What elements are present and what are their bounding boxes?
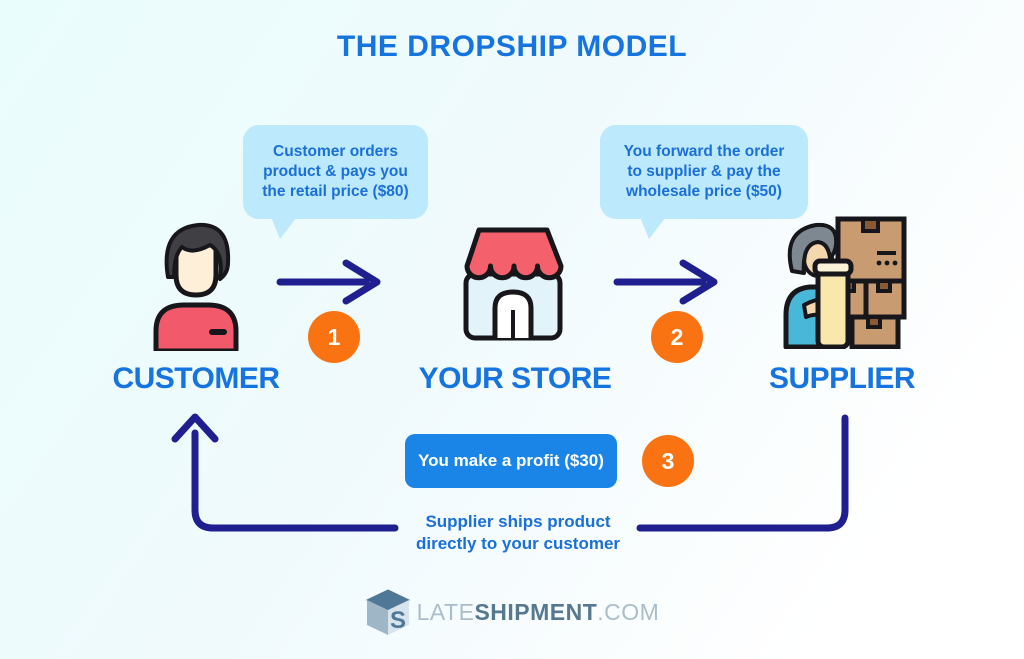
return-note-line: Supplier ships product (425, 512, 611, 531)
speech-bubble-customer-order: Customer orders product & pays you the r… (243, 125, 428, 239)
logo-text-com: .COM (597, 598, 660, 625)
bubble-line: the retail price ($80) (262, 183, 409, 200)
lateshipment-wordmark: LATESHIPMENT.COM (417, 599, 660, 626)
actor-label-your-store: YOUR STORE (418, 362, 612, 395)
lateshipment-cube-icon: S (365, 589, 410, 635)
return-arrow-path-icon (171, 413, 849, 532)
bubble-line: Customer orders (273, 143, 398, 160)
logo-text-late: LATE (416, 598, 475, 625)
lateshipment-logo: S LATESHIPMENT.COM (0, 588, 1024, 636)
supplier-packing-boxes-icon (783, 216, 907, 349)
bubble-line: You forward the order (623, 143, 785, 160)
page-title: THE DROPSHIP MODEL (336, 30, 688, 63)
bubble-line: to supplier & pay the (627, 163, 781, 180)
step-badge-3: 3 (642, 435, 694, 487)
step-badge-1: 1 (308, 311, 360, 363)
arrow-right-step1-icon (276, 259, 381, 305)
bubble-line: product & pays you (263, 163, 408, 180)
svg-text:S: S (390, 607, 406, 634)
return-note-line: directly to your customer (415, 534, 621, 553)
actor-label-supplier: SUPPLIER (768, 362, 916, 395)
profit-button: You make a profit ($30) (405, 434, 617, 488)
actor-label-customer: CUSTOMER (112, 362, 280, 395)
step-badge-2: 2 (651, 311, 703, 363)
logo-text-shipment: SHIPMENT (474, 598, 598, 625)
bubble-line: wholesale price ($50) (626, 183, 782, 200)
customer-person-icon (153, 222, 239, 351)
return-note: Supplier ships product directly to your … (416, 511, 620, 555)
storefront-icon (463, 227, 564, 341)
arrow-right-step2-icon (613, 259, 718, 305)
speech-bubble-forward-order: You forward the order to supplier & pay … (600, 125, 808, 239)
